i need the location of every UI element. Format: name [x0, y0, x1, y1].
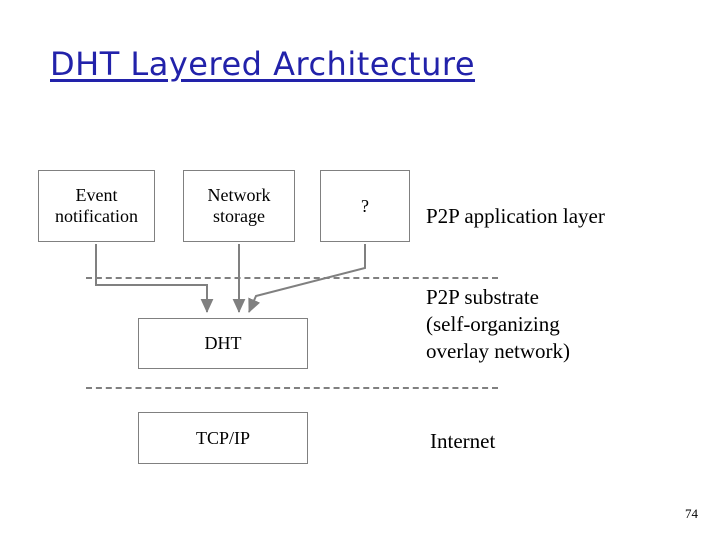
label-p2p-application-layer: P2P application layer [426, 204, 605, 228]
box-question[interactable]: ? [320, 170, 410, 242]
box-dht[interactable]: DHT [138, 318, 308, 369]
label-p2p-substrate: P2P substrate (self-organizing overlay n… [426, 285, 571, 363]
page-title: DHT Layered Architecture [50, 45, 476, 83]
box-dht-label: DHT [204, 333, 242, 354]
box-network-storage-label: Network storage [207, 185, 271, 226]
separator-upper [86, 277, 498, 279]
label-internet: Internet [430, 429, 496, 453]
box-tcpip[interactable]: TCP/IP [138, 412, 308, 464]
box-event-notification-label: Event notification [55, 185, 138, 226]
box-question-label: ? [361, 195, 369, 216]
box-network-storage[interactable]: Network storage [183, 170, 295, 242]
box-tcpip-label: TCP/IP [195, 427, 251, 448]
box-event-notification[interactable]: Event notification [38, 170, 155, 242]
page-number: 74 [685, 506, 698, 521]
separator-lower [86, 387, 498, 389]
